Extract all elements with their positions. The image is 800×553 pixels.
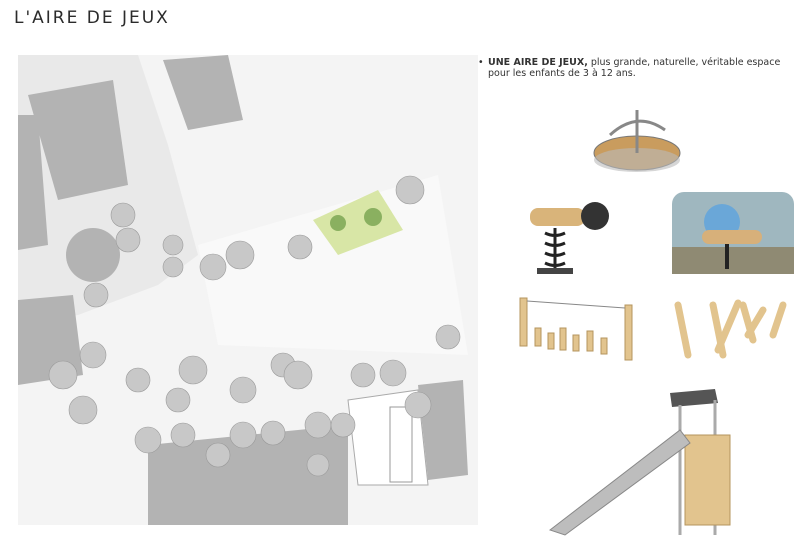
bullet: •	[478, 57, 484, 68]
building-round	[66, 228, 120, 282]
ant-spring-rider-image	[530, 202, 609, 274]
wooden-logs-image	[674, 299, 787, 359]
page-title: L'AIRE DE JEUX	[14, 8, 170, 28]
building	[28, 80, 128, 200]
description: • UNE AIRE DE JEUX, plus grande, naturel…	[478, 57, 793, 79]
slide-tower-image	[548, 389, 731, 536]
description-text: plus grande, naturelle, véritable espace…	[488, 57, 781, 79]
snail-spring-rider-image	[672, 192, 794, 274]
site-plan-map	[18, 55, 478, 525]
playground	[313, 190, 403, 255]
building	[148, 425, 348, 525]
building	[163, 55, 243, 130]
description-bold: UNE AIRE DE JEUX,	[488, 57, 588, 68]
merry-go-round-image	[593, 110, 681, 172]
balance-posts-image	[519, 297, 633, 361]
building	[18, 115, 48, 250]
building	[389, 406, 413, 483]
